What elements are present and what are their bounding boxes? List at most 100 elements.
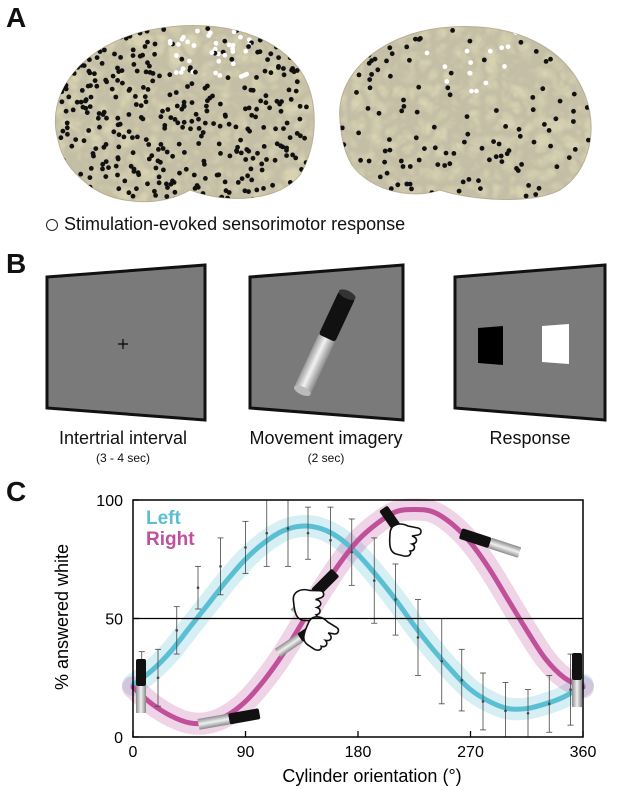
response-dot — [195, 28, 200, 34]
electrode-dot — [376, 110, 382, 116]
electrode-dot — [205, 201, 211, 202]
x-tick-label: 360 — [570, 744, 597, 761]
cylinder-black-end — [572, 653, 582, 680]
electrode-dot — [261, 186, 266, 191]
electrode-dot — [572, 147, 578, 152]
response-dot — [483, 80, 489, 86]
data-point — [394, 598, 397, 601]
electrode-dot — [582, 74, 588, 80]
response-dot — [174, 53, 179, 58]
electrode-dot — [170, 153, 176, 159]
electrode-dot — [263, 100, 269, 106]
response-dot — [499, 45, 505, 51]
electrode-dot — [354, 90, 359, 95]
electrode-dot — [218, 101, 223, 107]
electrode-dot — [586, 137, 591, 143]
response-dot — [238, 34, 243, 40]
electrode-dot — [238, 150, 244, 156]
electrode-dot — [64, 36, 70, 42]
electrode-dot — [80, 200, 85, 202]
electrode-dot — [58, 174, 64, 180]
electrode-dot — [447, 92, 453, 98]
electrode-dot — [65, 131, 70, 137]
electrode-dot — [496, 141, 502, 147]
electrode-dot — [88, 94, 94, 100]
electrode-dot — [498, 153, 504, 159]
electrode-dot — [531, 139, 537, 145]
electrode-dot — [304, 28, 310, 34]
hand-outline — [292, 588, 325, 622]
response-dot — [216, 58, 222, 64]
electrode-dot — [571, 119, 576, 124]
electrode-dot — [288, 193, 293, 199]
electrode-dot — [167, 92, 173, 98]
electrode-dot — [126, 129, 132, 135]
electrode-dot — [435, 162, 441, 168]
electrode-dot — [571, 91, 577, 97]
right-hemisphere — [339, 26, 592, 200]
electrode-dot — [261, 125, 267, 130]
electrode-dot — [422, 146, 427, 152]
data-point — [306, 531, 310, 535]
electrode-dot — [281, 66, 286, 71]
electrode-dot — [367, 85, 373, 91]
electrode-dot — [81, 138, 87, 144]
electrode-dot — [278, 108, 284, 114]
electrode-dot — [156, 180, 162, 186]
electrode-dot — [506, 148, 512, 154]
electrode-dot — [180, 124, 186, 130]
electrode-dot — [199, 133, 204, 139]
electrode-dot — [407, 57, 412, 63]
electrode-dot — [77, 181, 82, 187]
electrode-dot — [78, 29, 83, 35]
electrode-dot — [514, 166, 519, 171]
data-point — [547, 702, 551, 706]
electrode-dot — [339, 125, 345, 131]
electrode-dot — [491, 139, 496, 145]
data-point — [504, 709, 507, 713]
electrode-dot — [152, 51, 158, 57]
response-dot — [167, 40, 173, 46]
electrode-dot — [581, 68, 587, 74]
electrode-dot — [416, 84, 422, 90]
y-tick-label: 50 — [105, 612, 123, 629]
x-tick-label: 270 — [457, 744, 484, 761]
electrode-dot — [450, 28, 455, 33]
electrode-dot — [283, 196, 289, 202]
electrode-dot — [174, 103, 180, 109]
electrode-dot — [145, 87, 151, 92]
electrode-dot — [96, 111, 102, 116]
electrode-dot — [249, 177, 255, 183]
electrode-dot — [345, 168, 351, 174]
electrode-dot — [81, 49, 86, 55]
electrode-dot — [401, 104, 407, 109]
electrode-dot — [106, 165, 111, 171]
electrode-dot — [170, 178, 175, 184]
response-dot — [442, 64, 448, 70]
electrode-dot — [366, 158, 372, 164]
electrode-dot — [66, 94, 72, 100]
electrode-dot — [533, 49, 539, 54]
electrode-dot — [542, 122, 547, 127]
electrode-dot — [63, 65, 69, 71]
response-dot — [502, 64, 507, 69]
electrode-dot — [296, 59, 302, 64]
electrode-dot — [291, 69, 297, 75]
black-response-box — [478, 326, 503, 365]
response-dot — [487, 48, 493, 54]
electrode-dot — [60, 128, 66, 134]
electrode-dot — [222, 179, 228, 185]
electrode-dot — [306, 175, 312, 181]
electrode-dot — [204, 196, 210, 202]
electrode-dot — [467, 38, 473, 44]
electrode-dot — [569, 40, 575, 45]
electrode-dot — [121, 134, 127, 140]
electrode-dot — [97, 124, 102, 130]
electrode-dot — [200, 130, 206, 135]
electrode-dot — [255, 150, 260, 156]
electrode-dot — [92, 78, 98, 83]
electrode-dot — [243, 106, 248, 112]
electrode-dot — [414, 109, 420, 115]
electrode-dot — [116, 186, 122, 192]
response-dot — [222, 52, 228, 58]
